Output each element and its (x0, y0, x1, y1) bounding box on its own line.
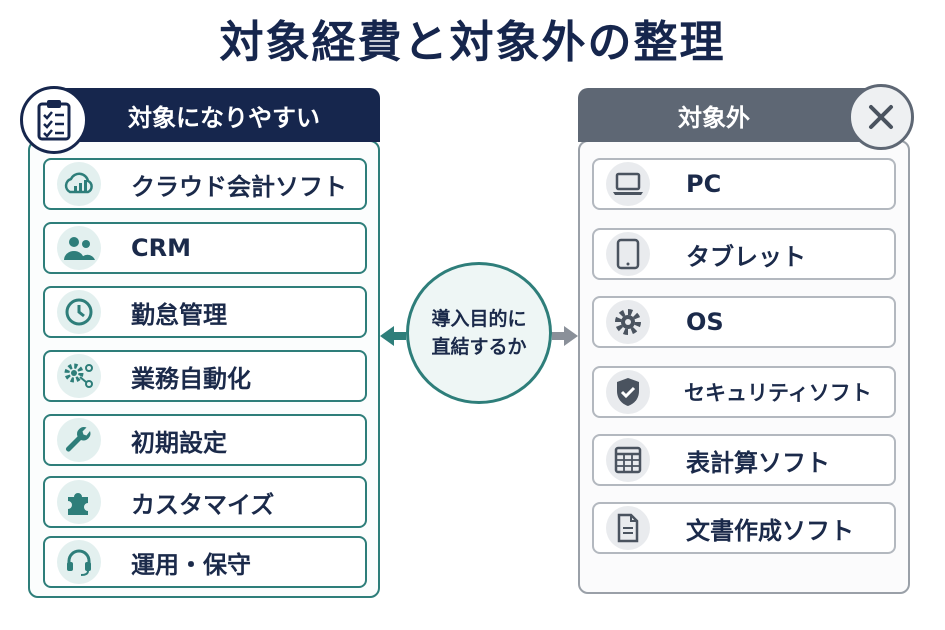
list-item-label: OS (686, 308, 724, 336)
eligible-header-label: 対象になりやすい (128, 103, 320, 132)
list-item-label: CRM (131, 234, 191, 262)
list-item-label: 初期設定 (131, 428, 227, 457)
list-item-label: 表計算ソフト (686, 448, 830, 477)
list-item-label: タブレット (686, 242, 806, 271)
clock-icon (57, 290, 101, 334)
list-item-os: OS (592, 296, 896, 348)
ineligible-header-label: 対象外 (678, 103, 750, 132)
list-item-initial-setup: 初期設定 (43, 414, 367, 466)
tablet-icon (606, 232, 650, 276)
list-item-automation: 業務自動化 (43, 350, 367, 402)
list-item-label: PC (686, 170, 722, 198)
list-item-tablet: タブレット (592, 228, 896, 280)
users-icon (57, 226, 101, 270)
list-item-attendance: 勤怠管理 (43, 286, 367, 338)
list-item-security-software: セキュリティソフト (592, 366, 896, 418)
criteria-oval: 導入目的に 直結するか (406, 262, 552, 404)
ineligible-header: 対象外 (578, 88, 898, 142)
x-icon (848, 84, 914, 150)
arrow-right-icon (552, 326, 578, 346)
list-item-pc: PC (592, 158, 896, 210)
list-item-maintenance: 運用・保守 (43, 536, 367, 588)
list-item-label: カスタマイズ (131, 490, 275, 519)
shield-check-icon (606, 370, 650, 414)
list-item-label: 業務自動化 (131, 364, 251, 393)
list-item-crm: CRM (43, 222, 367, 274)
document-icon (606, 506, 650, 550)
puzzle-icon (57, 480, 101, 524)
headset-icon (57, 540, 101, 584)
list-item-document-software: 文書作成ソフト (592, 502, 896, 554)
spreadsheet-icon (606, 438, 650, 482)
list-item-cloud-accounting: クラウド会計ソフト (43, 158, 367, 210)
eligible-header: 対象になりやすい (36, 88, 380, 142)
gears-icon (57, 354, 101, 398)
list-item-label: 勤怠管理 (131, 300, 227, 329)
page-title: 対象経費と対象外の整理 (219, 17, 726, 68)
gear-icon (606, 300, 650, 344)
list-item-spreadsheet: 表計算ソフト (592, 434, 896, 486)
list-item-label: クラウド会計ソフト (131, 172, 347, 201)
list-item-label: 運用・保守 (131, 550, 251, 579)
wrench-icon (57, 418, 101, 462)
criteria-line-1: 導入目的に (431, 307, 527, 330)
cloud-chart-icon (57, 162, 101, 206)
list-item-label: 文書作成ソフト (686, 516, 854, 545)
criteria-line-2: 直結するか (431, 336, 527, 358)
arrow-left-icon (380, 326, 406, 346)
laptop-icon (606, 162, 650, 206)
list-item-customize: カスタマイズ (43, 476, 367, 528)
list-item-label: セキュリティソフト (684, 381, 872, 405)
clipboard-checklist-icon (20, 86, 88, 154)
